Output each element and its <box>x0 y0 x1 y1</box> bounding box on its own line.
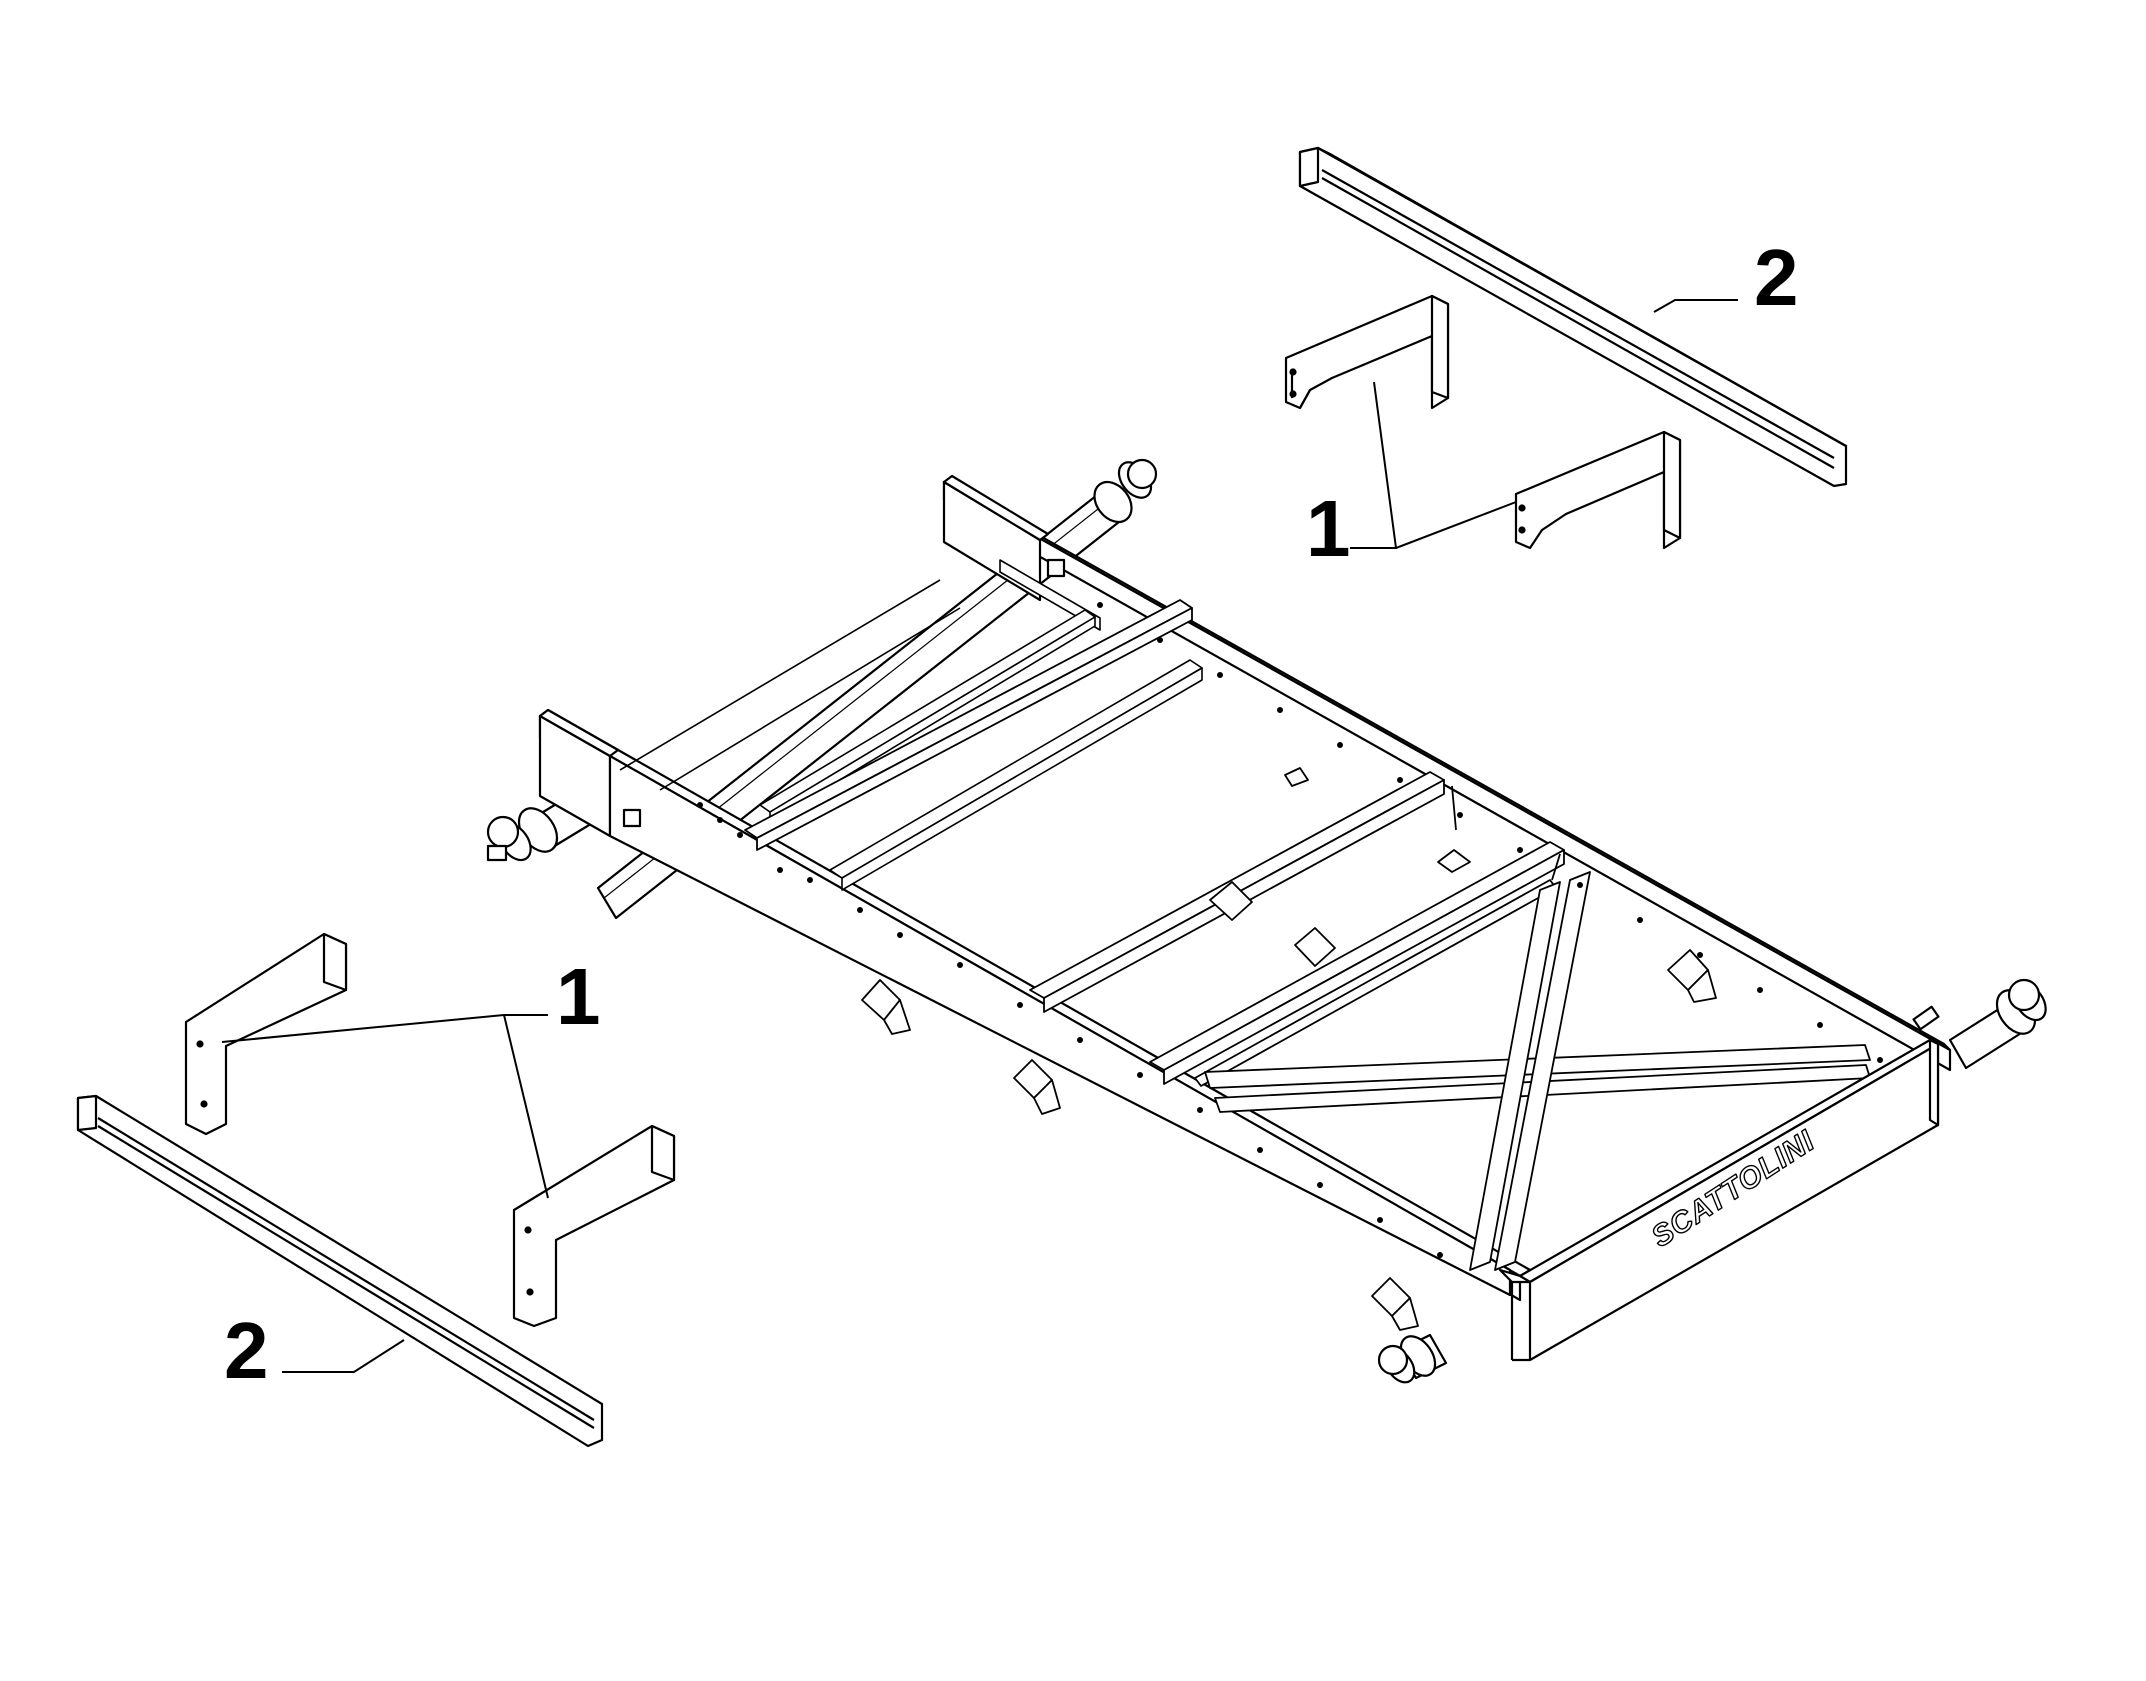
axle-front-right <box>1377 1333 1448 1384</box>
part-bar-left <box>76 1094 604 1448</box>
rail-holes <box>697 602 1883 1258</box>
inner-longitudinals <box>619 559 1203 891</box>
part-bracket-top-2 <box>1514 430 1682 550</box>
rail-brackets <box>861 767 1717 1331</box>
access-slot <box>622 808 642 828</box>
part-bracket-top-1 <box>1284 294 1450 410</box>
leader-left-2 <box>282 1339 405 1373</box>
callout-left-2: 2 <box>224 1306 269 1395</box>
chassis-frame: SCATTOLINI <box>486 458 2047 1384</box>
leader-top-1b <box>1395 501 1517 549</box>
x-brace <box>1204 871 1871 1271</box>
part-bar-top <box>1298 146 1848 488</box>
cross-members <box>744 599 1565 1087</box>
leader-left-1b <box>503 1014 549 1199</box>
callout-top-1: 1 <box>1306 484 1351 573</box>
rear-box-end <box>1498 1038 1940 1362</box>
part-bracket-left-2 <box>512 1124 676 1328</box>
callout-top-2: 2 <box>1754 233 1799 322</box>
axle-rear-right <box>1912 978 2047 1070</box>
callout-left-1: 1 <box>556 952 601 1041</box>
front-end-beam <box>538 708 1512 1297</box>
part-bracket-left-1 <box>184 932 348 1136</box>
leader-top-2 <box>1653 299 1738 313</box>
leader-lines <box>221 299 1738 1373</box>
access-slot <box>1046 558 1066 578</box>
leader-top-1 <box>1350 381 1398 549</box>
